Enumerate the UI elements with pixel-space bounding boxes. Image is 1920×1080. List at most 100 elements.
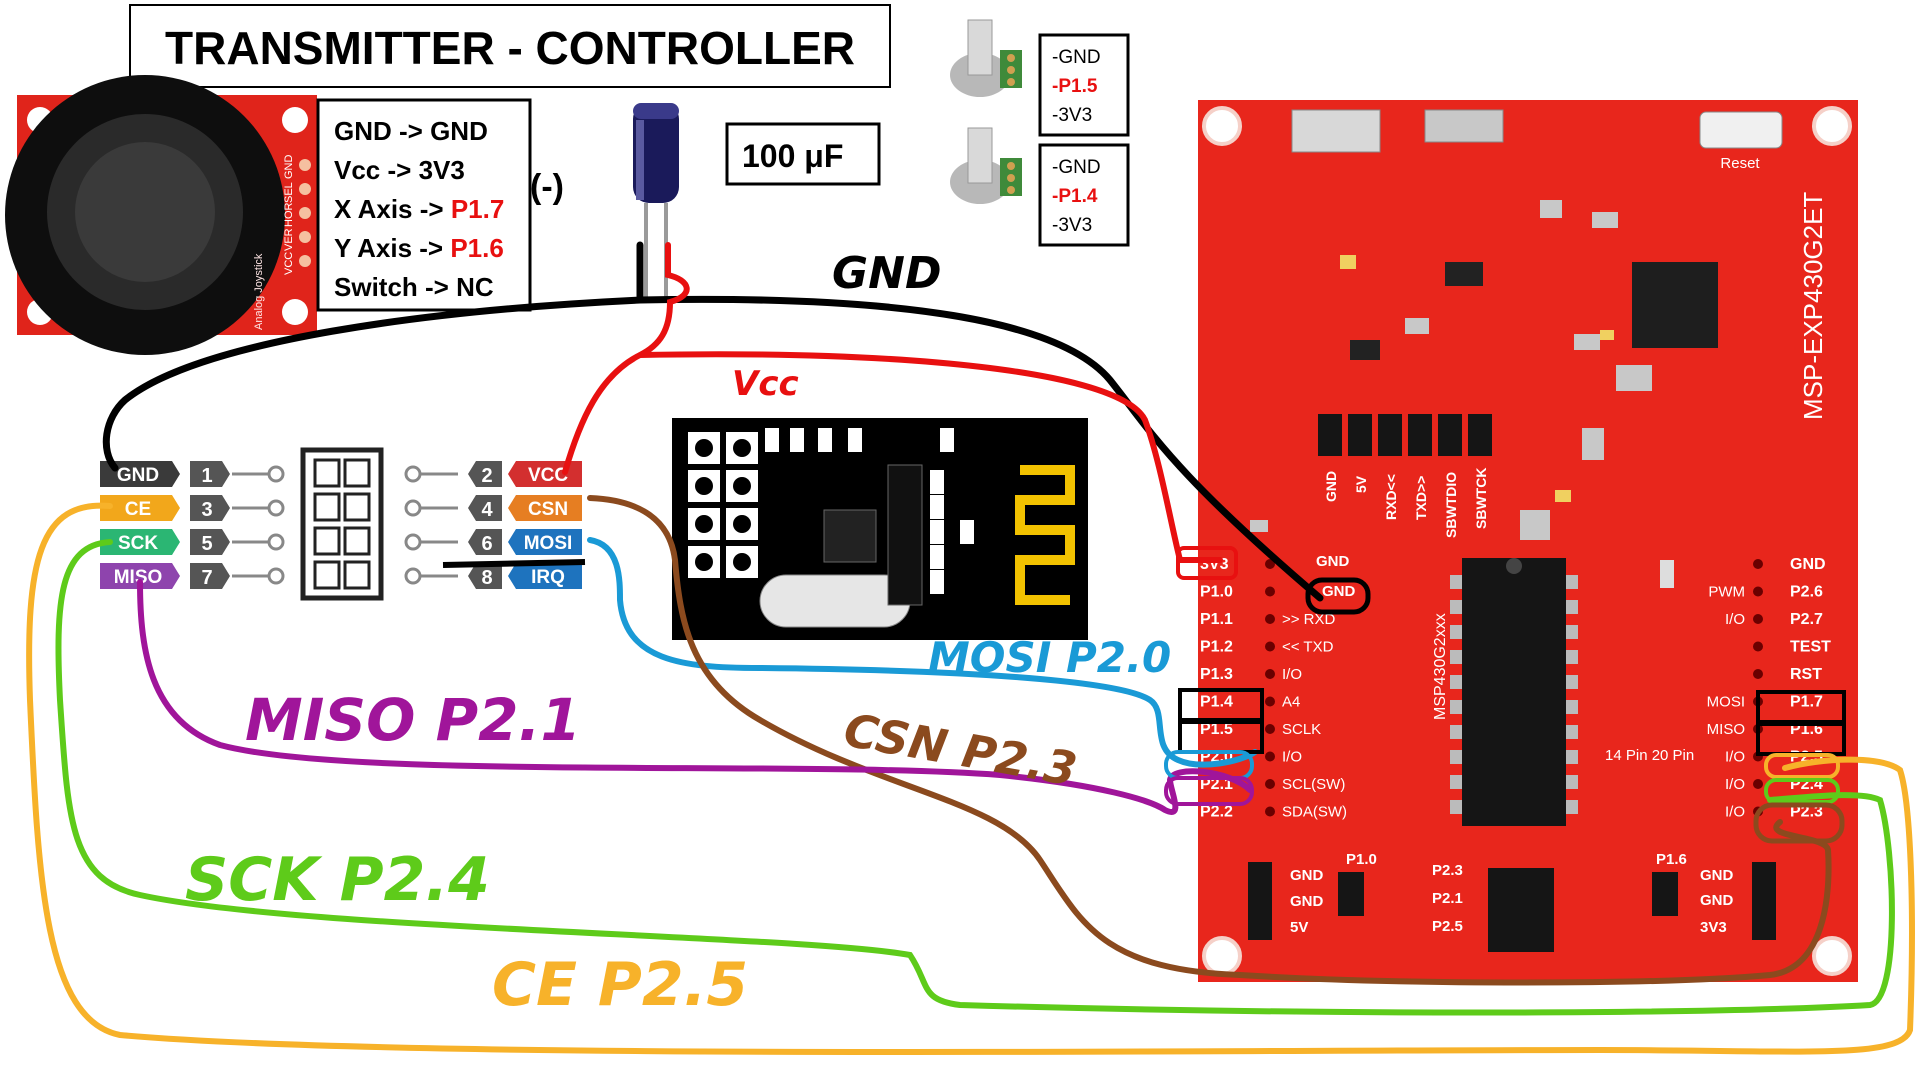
chip-pin: [1450, 725, 1462, 739]
nrf-smd-part: [818, 428, 832, 452]
nrf-pin-dot: [404, 465, 422, 483]
wire-label-mosi: MOSI P2.0: [928, 633, 1171, 682]
wire-label-vcc: Vcc: [732, 364, 799, 404]
left-header-label: P2.1: [1200, 776, 1233, 793]
bottom-gnd-label: GND: [1290, 867, 1324, 884]
left-function-label: SCL(SW): [1282, 776, 1345, 793]
header-pin: [1265, 806, 1275, 817]
left-header-label: P1.0: [1200, 584, 1233, 601]
left-function-label: >> RXD: [1282, 611, 1336, 628]
nrf-pin-dot: [267, 567, 285, 585]
jumper-block: [1378, 414, 1402, 456]
wire-ce: [26, 502, 1915, 1055]
nrf-pin-tag: [100, 529, 180, 555]
nrf-pinout-hole: [343, 458, 371, 488]
jumper-block: [1438, 414, 1462, 456]
right-function-label: PWM: [1708, 584, 1745, 601]
chip-pin: [1566, 625, 1578, 639]
chip-pin: [1450, 650, 1462, 664]
chip-pin: [1566, 600, 1578, 614]
nrf-header-hole: [695, 553, 713, 571]
nrf-pin-num-tag: [468, 529, 502, 555]
highlight-gnd: [1305, 577, 1371, 615]
nrf-pin-label: MISO: [114, 567, 163, 588]
nrf-pin-num-tag: [190, 563, 230, 589]
nrf24-module: [672, 418, 1088, 640]
nrf-pin-num: 2: [481, 465, 492, 487]
bottom-jumper: [1338, 872, 1364, 916]
joystick-pin-label: GND: [283, 155, 295, 180]
jumper-label: TXD>>: [1413, 476, 1429, 520]
joystick-pin-label: HOR: [283, 203, 295, 228]
highlight-3v3: [1176, 546, 1238, 580]
wire-label-csn: CSN P2.3: [840, 703, 1081, 797]
reset-button: [1699, 111, 1783, 149]
gnd-pin-label: GND: [1316, 553, 1350, 570]
chip-label: MSP430G2xxx: [1432, 613, 1449, 720]
header-pin: [1265, 696, 1275, 707]
pot-pin-line: -GND: [1052, 157, 1101, 178]
bottom-label: 5V: [1290, 919, 1308, 936]
left-function-label: << TXD: [1282, 639, 1334, 656]
left-header-label: P1.2: [1200, 639, 1233, 656]
jumper-block: [1468, 414, 1492, 456]
jumper-label: 5V: [1353, 475, 1369, 493]
chip-pin: [1566, 775, 1578, 789]
joystick-pin-hole: [299, 207, 311, 219]
nrf-pin-label: MOSI: [524, 533, 573, 554]
nrf-header-hole: [695, 477, 713, 495]
wire-label-gnd: GND: [832, 248, 941, 299]
title-text: TRANSMITTER - CONTROLLER: [165, 22, 855, 74]
nrf-pinout-hole: [343, 492, 371, 522]
nrf-pin-num: 5: [201, 533, 212, 555]
nrf-pin-tag: [100, 461, 180, 487]
title-box: [129, 4, 891, 88]
nrf-pin-num-tag: [468, 495, 502, 521]
nrf-pinout-hole: [343, 560, 371, 590]
left-function-label: SDA(SW): [1282, 804, 1347, 821]
header-pin: [1753, 586, 1763, 597]
nrf-antenna: [1015, 465, 1075, 605]
bottom-pin-header: [1248, 862, 1272, 940]
chip-pin: [1450, 675, 1462, 689]
nrf-smd-part: [930, 470, 944, 494]
nrf-pin-label: CE: [125, 499, 151, 520]
bottom-pin-header: [1752, 862, 1776, 940]
bottom-label: P2.3: [1432, 862, 1463, 879]
wire-label-ce: CE P2.5: [492, 950, 748, 1020]
wire-sck: [55, 539, 1895, 1016]
nrf-smd-part: [930, 545, 944, 569]
joystick-pin-hole: [299, 183, 311, 195]
capacitor-value: 100 μF: [742, 138, 843, 174]
bottom-label: P1.0: [1346, 851, 1377, 868]
header-pin: [1265, 586, 1275, 597]
nrf-header-hole: [733, 553, 751, 571]
wire-csn: [587, 495, 1832, 986]
left-header-label: P1.1: [1200, 611, 1233, 628]
chip-pin: [1450, 575, 1462, 589]
highlight-p2-3: [1753, 802, 1845, 844]
left-header-label: P1.3: [1200, 666, 1233, 683]
bottom-label: P2.1: [1432, 890, 1463, 907]
nrf-smd-part: [848, 428, 862, 452]
nrf-pin-num: 3: [201, 499, 212, 521]
nrf-pin-num-tag: [190, 529, 230, 555]
joystick-connection-line: GND -> GND: [334, 116, 488, 146]
joystick-pin-hole: [299, 231, 311, 243]
wire-irq-mark: [442, 559, 586, 568]
nrf-pinout-hole: [313, 560, 341, 590]
nrf-header-hole: [733, 515, 751, 533]
header-pin: [1265, 614, 1275, 624]
nrf-header-hole: [695, 515, 713, 533]
joystick-board-text: Analog Joystick: [253, 253, 265, 330]
joystick-connection-line: Switch -> NC: [334, 272, 494, 302]
bottom-label: GND: [1700, 867, 1734, 884]
debug-mcu: [1632, 262, 1718, 348]
nrf-pin-num: 8: [481, 567, 492, 589]
nrf-pinout-hole: [313, 458, 341, 488]
header-pin: [1753, 669, 1763, 679]
nrf-pin-num: 7: [201, 567, 212, 589]
